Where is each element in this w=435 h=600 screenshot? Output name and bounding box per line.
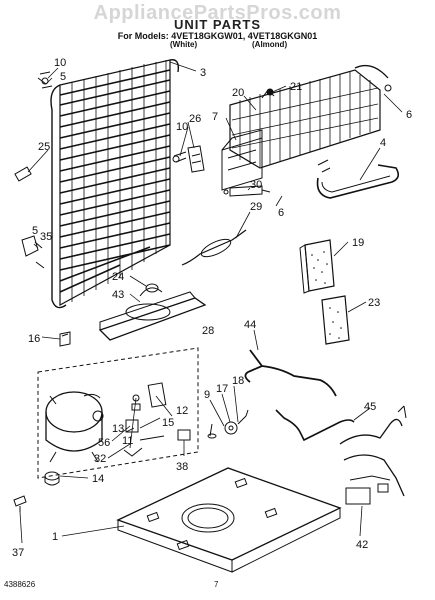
- callout-label: 35: [40, 231, 52, 243]
- callout-label: 9: [204, 389, 210, 401]
- drain-pan: [98, 283, 207, 341]
- defrost-terminator: [223, 185, 271, 197]
- compressor: [45, 391, 104, 463]
- defrost-heater: [316, 159, 400, 199]
- callout-label: 5: [32, 225, 38, 237]
- callout-label: 18: [232, 375, 244, 387]
- part-callouts: 10 5 3 21 20 7 6 26 10 25 4 30 6 29 19 3…: [12, 57, 412, 559]
- page-number: 7: [214, 580, 219, 589]
- callout-label: 38: [176, 461, 188, 473]
- variant-almond-label: (Almond): [252, 40, 288, 49]
- callout-label: 11: [122, 435, 133, 447]
- callout-label: 29: [250, 201, 262, 213]
- compressor-base-plate: [116, 467, 342, 573]
- callout-label: 15: [162, 417, 174, 429]
- wiring-harness: [339, 405, 407, 505]
- callout-label: 42: [356, 539, 368, 551]
- watermark: AppliancePartsPros.com: [93, 2, 342, 24]
- callout-label: 16: [28, 333, 40, 345]
- callout-label: 32: [94, 453, 106, 465]
- callout-label: 44: [244, 319, 256, 331]
- callout-label: 25: [38, 141, 50, 153]
- callout-label: 13: [112, 423, 124, 435]
- leader-lines: [19, 61, 403, 544]
- callout-label: 26: [189, 113, 201, 125]
- callout-label: 6: [278, 207, 284, 219]
- callout-label: 21: [290, 81, 302, 93]
- callout-label: 23: [368, 297, 380, 309]
- callout-label: 43: [112, 289, 124, 301]
- page-title: UNIT PARTS: [173, 17, 262, 32]
- evaporator-coil: [229, 64, 392, 169]
- callout-label: 28: [202, 325, 214, 337]
- callout-label: 37: [12, 547, 24, 559]
- callout-label: 1: [52, 531, 58, 543]
- model-numbers: For Models: 4VET18GKGW01, 4VET18GKGN01: [117, 31, 318, 41]
- grommet: [59, 331, 71, 347]
- foam-block-19: [299, 239, 335, 294]
- callout-label: 45: [364, 401, 376, 413]
- callout-label: 12: [176, 405, 188, 417]
- callout-label: 56: [98, 437, 110, 449]
- callout-label: 4: [380, 137, 386, 149]
- compressor-grommet: [44, 471, 60, 486]
- callout-label: 3: [200, 67, 206, 79]
- fan-mounting-parts: [207, 409, 249, 439]
- callout-label: 30: [250, 179, 262, 191]
- document-number: 4388626: [4, 580, 36, 589]
- callout-label: 20: [232, 87, 244, 99]
- suction-tubing: [244, 349, 337, 397]
- drain-screw: [172, 151, 187, 163]
- callout-label: 5: [60, 71, 66, 83]
- foam-block-23: [321, 295, 350, 345]
- clip-37: [13, 495, 27, 512]
- variant-white-label: (White): [170, 40, 198, 49]
- callout-label: 19: [352, 237, 364, 249]
- callout-label: 6: [406, 109, 412, 121]
- callout-label: 14: [92, 473, 104, 485]
- compressor-kit-boundary: [37, 347, 199, 479]
- callout-label: 24: [112, 271, 124, 283]
- callout-label: 10: [176, 121, 188, 133]
- callout-label: 17: [216, 383, 228, 395]
- callout-label: 7: [212, 111, 218, 123]
- evaporator-housing: [221, 129, 263, 191]
- bracket-clip: [187, 145, 205, 173]
- filter-drier: [181, 229, 247, 266]
- callout-label: 10: [54, 57, 66, 69]
- discharge-tubing: [275, 409, 355, 442]
- condenser-coil: [50, 59, 180, 309]
